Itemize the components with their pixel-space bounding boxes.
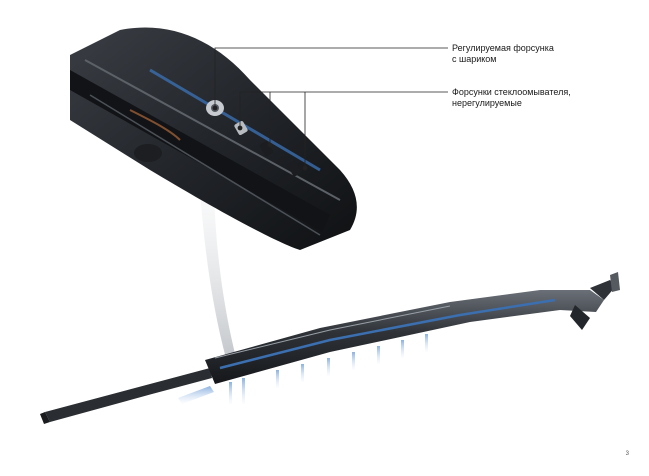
leader-fixed-nozzles (239, 91, 448, 128)
page-number: 3 (625, 451, 629, 457)
callout-adjustable-nozzle: Регулируемая форсунка с шариком (452, 43, 554, 65)
callout-fixed-line1: Форсунки стеклоомывателя, (452, 87, 571, 97)
zoom-detail (70, 27, 357, 250)
leader-adjustable-nozzle (214, 47, 448, 108)
callout-adjustable-line1: Регулируемая форсунка (452, 43, 554, 53)
callout-adjustable-line2: с шариком (452, 54, 497, 64)
magnifier-cone (200, 190, 238, 365)
wiper-arm (40, 272, 620, 424)
callout-fixed-line2: нерегулируемые (452, 98, 522, 108)
leader-lines (212, 47, 448, 171)
spray-jets (178, 334, 428, 404)
callout-fixed-nozzles: Форсунки стеклоомывателя, нерегулируемые (452, 87, 571, 109)
